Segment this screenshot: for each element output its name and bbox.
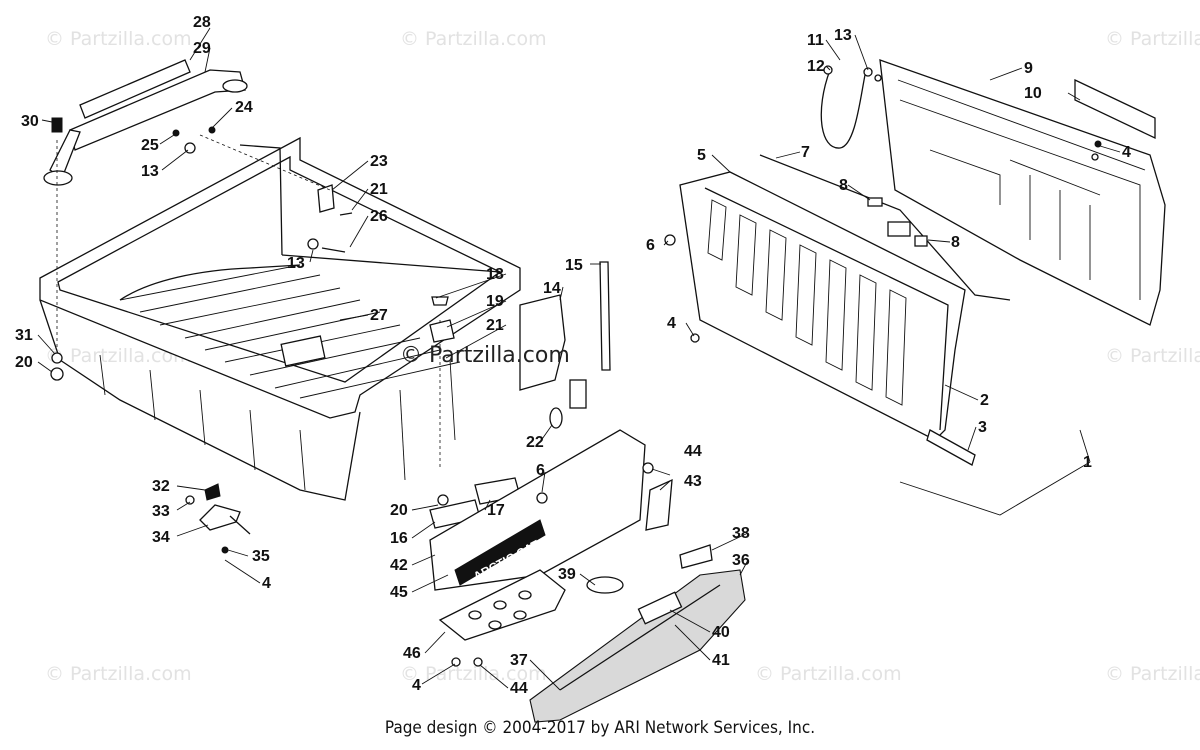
callout-13: 13 (834, 27, 852, 44)
callout-34: 34 (152, 529, 170, 546)
latch-assembly (185, 483, 251, 554)
callout-25: 25 (141, 137, 159, 154)
callout-31: 31 (15, 327, 33, 344)
front-panel: ARCTIC CAT (429, 429, 654, 591)
watermark: © Partzilla.com (45, 663, 192, 685)
grommet-22 (549, 407, 563, 429)
watermark-center: © Partzilla.com (400, 343, 570, 368)
watermark: © Partzilla.com (45, 345, 192, 367)
tail-light-39 (586, 576, 624, 594)
callout-5: 5 (697, 147, 706, 164)
callout-1: 1 (1083, 454, 1092, 471)
callout-29: 29 (193, 40, 211, 57)
callout-4: 4 (412, 677, 421, 694)
callout-16: 16 (390, 530, 408, 547)
nut-20 (50, 367, 64, 381)
callout-44: 44 (684, 443, 702, 460)
watermark: © Partzilla.com (400, 663, 547, 685)
callout-10: 10 (1024, 85, 1042, 102)
watermark: © Partzilla.com (1105, 663, 1200, 685)
callout-38: 38 (732, 525, 750, 542)
callout-26: 26 (370, 208, 388, 225)
callout-6: 6 (536, 462, 545, 479)
callout-18: 18 (486, 266, 504, 283)
leader-lines (37, 27, 1121, 691)
callout-39: 39 (558, 566, 576, 583)
watermark: © Partzilla.com (45, 28, 192, 50)
callout-7: 7 (801, 144, 810, 161)
callout-46: 46 (403, 645, 421, 662)
callout-32: 32 (152, 478, 170, 495)
callout-45: 45 (390, 584, 408, 601)
callout-labels: 28 29 30 24 25 13 23 21 26 13 27 31 20 1… (15, 14, 1131, 697)
callout-20: 20 (390, 502, 408, 519)
callout-6: 6 (646, 237, 655, 254)
callout-12: 12 (807, 58, 825, 75)
callout-40: 40 (712, 624, 730, 641)
tailgate-cable (820, 65, 1102, 149)
callout-37: 37 (510, 652, 528, 669)
callout-42: 42 (390, 557, 408, 574)
callout-14: 14 (543, 280, 561, 297)
watermark: © Partzilla.com (755, 663, 902, 685)
callout-4: 4 (667, 315, 676, 332)
callout-28: 28 (193, 14, 211, 31)
callout-44: 44 (510, 680, 528, 697)
callout-4: 4 (262, 575, 271, 592)
callout-15: 15 (565, 257, 583, 274)
callout-30: 30 (21, 113, 39, 130)
side-rail (519, 261, 611, 429)
callout-20: 20 (15, 354, 33, 371)
callout-27: 27 (370, 307, 388, 324)
watermark-group: © Partzilla.com © Partzilla.com © Partzi… (45, 28, 1200, 685)
callout-3: 3 (978, 419, 987, 436)
callout-24: 24 (235, 99, 253, 116)
callout-41: 41 (712, 652, 730, 669)
fasteners-left (50, 117, 441, 470)
step-plate (438, 569, 566, 667)
callout-11: 11 (807, 32, 824, 49)
rear-bumper (529, 478, 746, 723)
callout-36: 36 (732, 552, 750, 569)
watermark: © Partzilla.com (1105, 345, 1200, 367)
callout-4: 4 (1122, 144, 1131, 161)
page-footer: Page design © 2004-2017 by ARI Network S… (384, 718, 816, 738)
callout-8: 8 (951, 234, 960, 251)
callout-23: 23 (370, 153, 388, 170)
callout-19: 19 (486, 293, 504, 310)
callout-43: 43 (684, 473, 702, 490)
washer-31 (51, 352, 63, 364)
callout-35: 35 (252, 548, 270, 565)
tailgate-outer (879, 59, 1166, 326)
callout-13: 13 (287, 255, 305, 272)
callout-33: 33 (152, 503, 170, 520)
watermark: © Partzilla.com (400, 28, 547, 50)
callout-21: 21 (370, 181, 388, 198)
tailgate-inner (664, 153, 1099, 466)
callout-21: 21 (486, 317, 504, 334)
callout-9: 9 (1024, 60, 1033, 77)
grab-bar (43, 59, 248, 186)
callout-22: 22 (526, 434, 544, 451)
assembly-bracket (899, 461, 1091, 516)
callout-8: 8 (839, 177, 848, 194)
callout-2: 2 (980, 392, 989, 409)
bolt-30 (51, 117, 63, 133)
watermark: © Partzilla.com (1105, 28, 1200, 50)
small-parts-center (429, 296, 521, 529)
callout-13: 13 (141, 163, 159, 180)
callout-17: 17 (487, 502, 505, 519)
cargo-box (39, 136, 521, 501)
